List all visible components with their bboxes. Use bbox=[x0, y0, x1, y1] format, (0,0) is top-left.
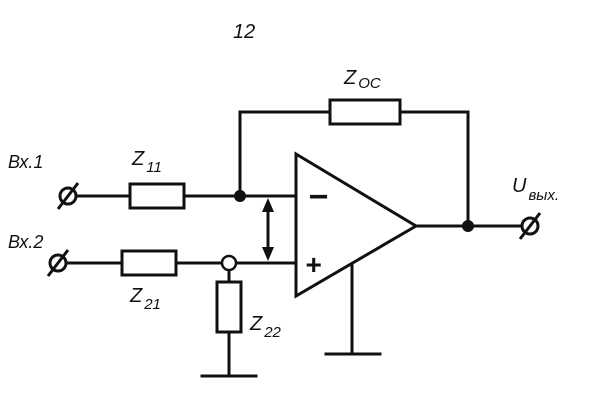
figure-number: 12 bbox=[233, 21, 255, 43]
opamp-plus-sign: + bbox=[305, 249, 321, 280]
terminal-out-icon bbox=[518, 212, 542, 240]
terminal-in1-icon bbox=[56, 182, 80, 210]
junction-node-plus-open bbox=[220, 254, 238, 272]
junction-node-minus bbox=[234, 190, 246, 202]
resistor-zoc bbox=[328, 98, 402, 126]
resistor-z21 bbox=[120, 249, 178, 277]
label-input-1: Вх.1 bbox=[8, 152, 43, 172]
differential-voltage-arrow bbox=[262, 198, 274, 261]
terminal-in2-icon bbox=[46, 249, 70, 277]
label-input-2: Вх.2 bbox=[8, 232, 43, 252]
junction-node-output bbox=[462, 220, 474, 232]
resistor-z22 bbox=[215, 280, 243, 334]
opamp-triangle bbox=[294, 151, 419, 299]
resistor-z11 bbox=[128, 182, 186, 210]
wires bbox=[56, 110, 530, 378]
opamp-minus-sign: − bbox=[308, 178, 328, 216]
